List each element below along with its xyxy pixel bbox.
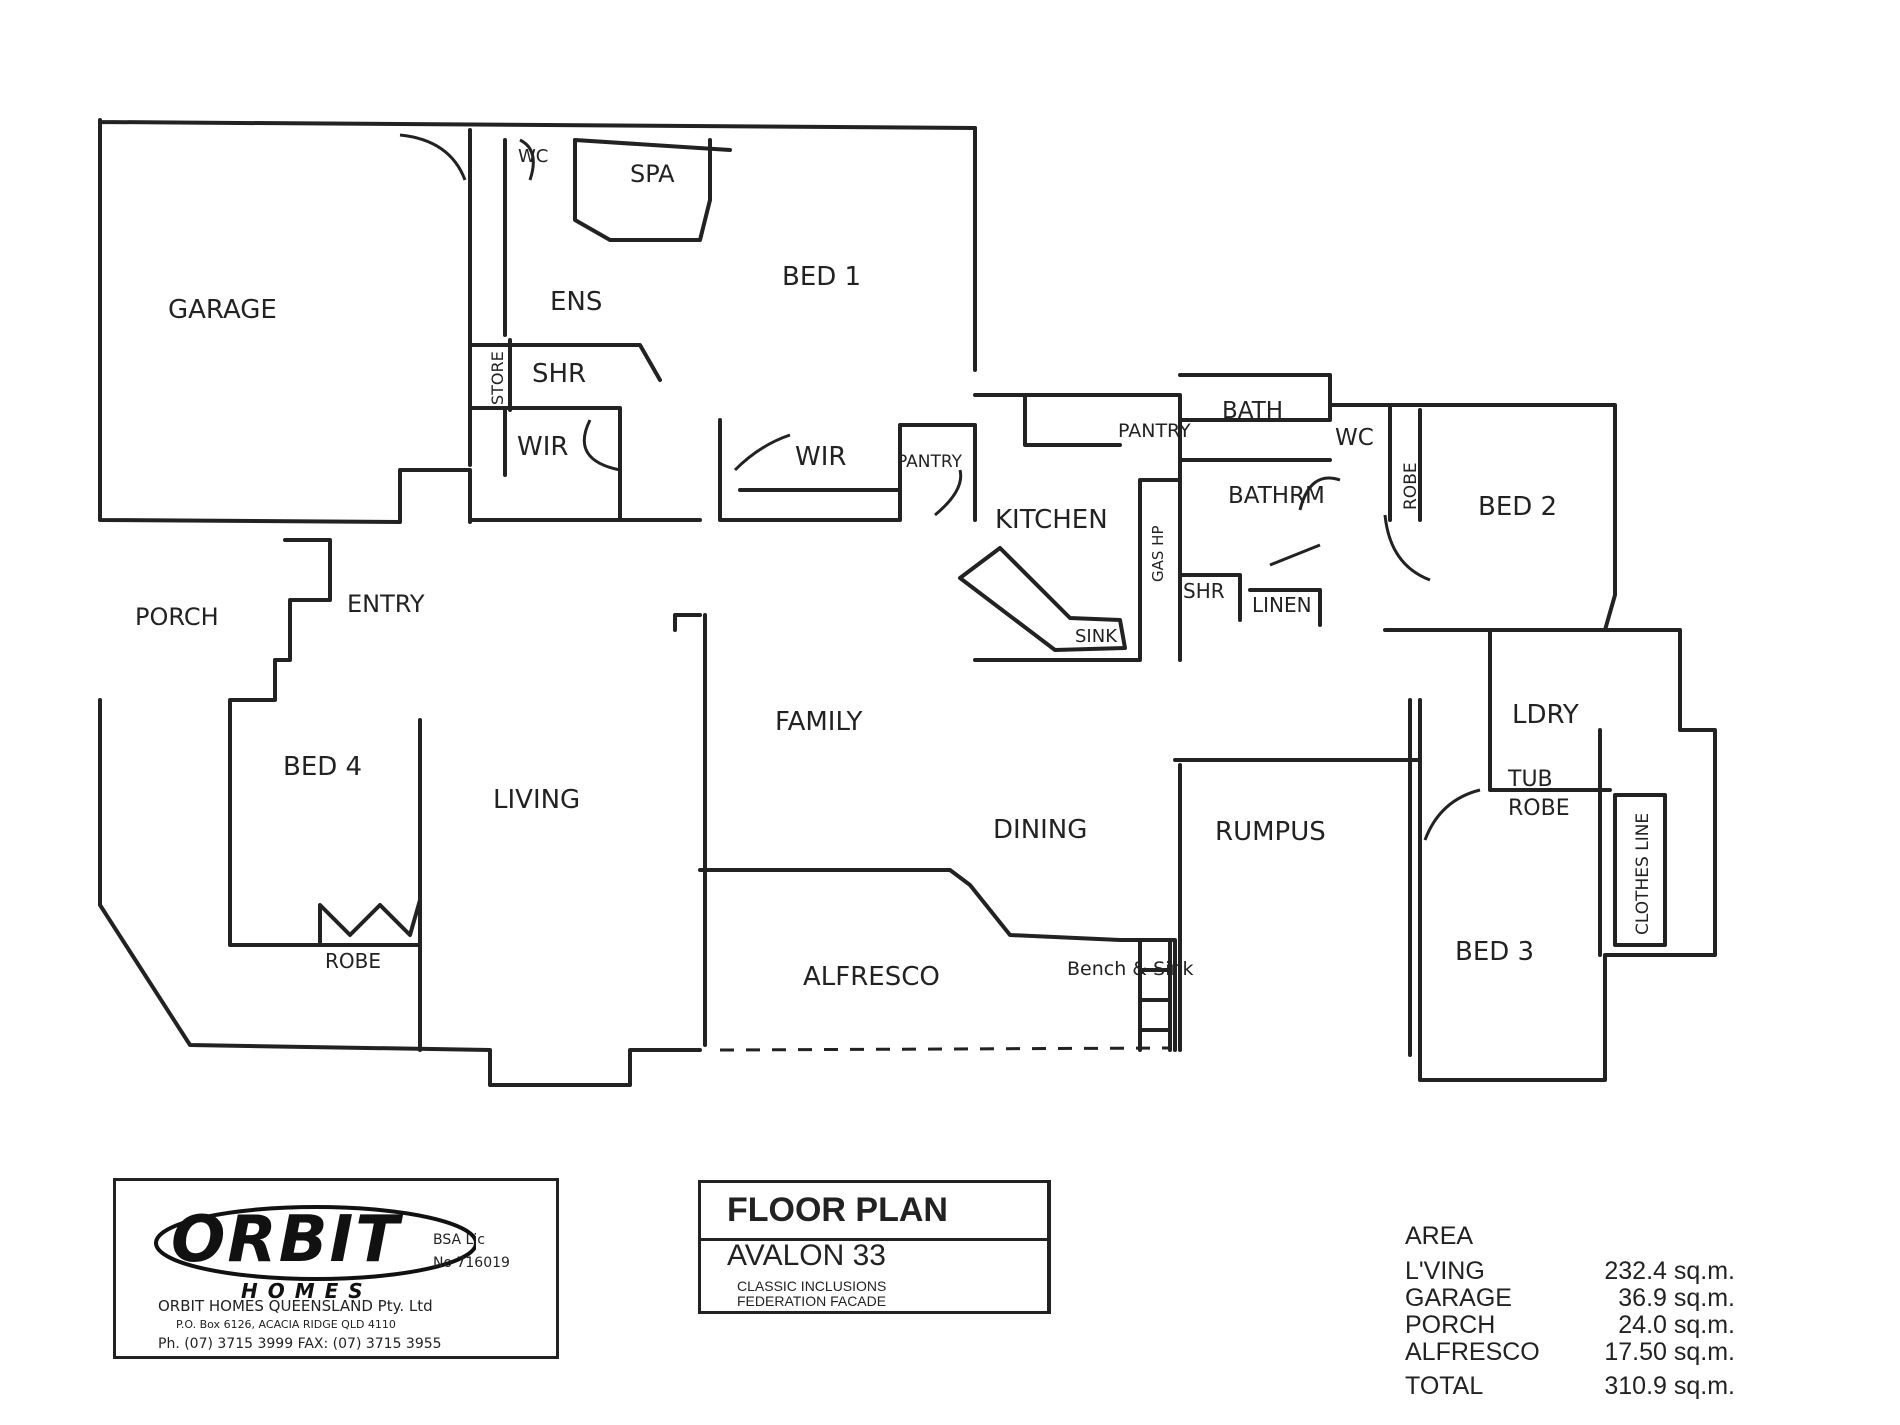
room-wir-1: WIR	[517, 432, 568, 462]
logo-swoosh-icon	[154, 1205, 476, 1281]
logo-wordmark: ORBIT	[171, 1203, 401, 1277]
room-store: STORE	[488, 351, 507, 405]
room-bed2: BED 2	[1478, 492, 1557, 522]
area-label: GARAGE	[1405, 1284, 1512, 1312]
room-bathrm: BATHRM	[1228, 483, 1325, 509]
ensuite-divider	[503, 138, 732, 337]
bench-ladder	[1138, 938, 1172, 1052]
area-total-value: 310.9 sq.m.	[1604, 1372, 1735, 1400]
room-ens: ENS	[550, 287, 602, 317]
area-schedule: AREA L'VING 232.4 sq.m. GARAGE 36.9 sq.m…	[1405, 1222, 1735, 1412]
plan-model: AVALON 33	[727, 1239, 886, 1272]
plan-title: FLOOR PLAN	[727, 1191, 948, 1229]
builder-company: ORBIT HOMES QUEENSLAND Pty. Ltd	[158, 1297, 433, 1315]
door-swings	[399, 133, 1481, 841]
room-bath: BATH	[1222, 398, 1283, 424]
bed1-walls	[718, 126, 977, 522]
spa-outline	[573, 138, 712, 242]
room-wc-ens: WC	[518, 146, 548, 167]
orbit-homes-logo: ORBIT HOMES	[146, 1195, 476, 1303]
island-bench	[958, 546, 1127, 652]
plan-note-inclusions: CLASSIC INCLUSIONS	[737, 1278, 887, 1294]
ensuite-walls	[468, 338, 702, 522]
builder-licence-label: BSA Lic	[433, 1232, 485, 1248]
room-bed4: BED 4	[283, 752, 362, 782]
room-porch: PORCH	[135, 603, 219, 631]
area-row: PORCH 24.0 sq.m.	[1405, 1311, 1735, 1339]
dining-walls	[1173, 698, 1422, 1057]
laundry-walls	[1418, 628, 1717, 1082]
builder-address: P.O. Box 6126, ACACIA RIDGE QLD 4110	[176, 1318, 396, 1331]
area-row: GARAGE 36.9 sq.m.	[1405, 1284, 1735, 1312]
plan-note-facade: FEDERATION FACADE	[737, 1293, 887, 1309]
area-label: PORCH	[1405, 1311, 1496, 1339]
room-robe-bed4: ROBE	[325, 949, 381, 973]
room-wir-2: WIR	[795, 442, 846, 472]
room-shr-ens: SHR	[532, 359, 586, 389]
area-total-label: TOTAL	[1405, 1372, 1484, 1400]
room-family: FAMILY	[775, 707, 862, 737]
clothes-line-frame	[1613, 793, 1667, 947]
area-label: L'VING	[1405, 1257, 1485, 1285]
room-gas-hp: GAS HP	[1149, 526, 1167, 583]
room-kitchen: KITCHEN	[995, 505, 1108, 535]
area-heading: AREA	[1405, 1222, 1474, 1250]
room-living: LIVING	[493, 785, 580, 815]
room-garage: GARAGE	[168, 295, 277, 325]
room-pantry-2: PANTRY	[1118, 420, 1191, 442]
title-divider	[701, 1238, 1047, 1241]
bed4-robe	[318, 898, 422, 947]
room-clothes-line: CLOTHES LINE	[1633, 813, 1653, 935]
room-tub: TUB	[1507, 767, 1553, 792]
builder-licence-number: No 716019	[433, 1255, 510, 1271]
area-value: 36.9 sq.m.	[1618, 1284, 1735, 1312]
room-linen: LINEN	[1252, 593, 1312, 617]
room-bench-sink: Bench & Sink	[1067, 958, 1194, 980]
area-value: 24.0 sq.m.	[1618, 1311, 1735, 1339]
builder-phone: Ph. (07) 3715 3999 FAX: (07) 3715 3955	[158, 1336, 442, 1352]
area-heading-row: AREA	[1405, 1222, 1735, 1250]
room-robe-bed3: ROBE	[1508, 796, 1570, 821]
area-value: 232.4 sq.m.	[1604, 1257, 1735, 1285]
room-robe-bed2: ROBE	[1401, 462, 1421, 510]
logo-subtitle: HOMES	[241, 1279, 373, 1303]
area-row: ALFRESCO 17.50 sq.m.	[1405, 1338, 1735, 1366]
porch-walls	[98, 698, 702, 1087]
room-entry: ENTRY	[347, 590, 425, 618]
room-shr-2: SHR	[1183, 579, 1225, 603]
area-total-row: TOTAL 310.9 sq.m.	[1405, 1372, 1735, 1400]
room-spa: SPA	[630, 160, 675, 188]
builder-logo-box: ORBIT HOMES BSA Lic No 716019 ORBIT HOME…	[113, 1178, 559, 1359]
room-pantry-1: PANTRY	[897, 452, 963, 472]
area-value: 17.50 sq.m.	[1604, 1338, 1735, 1366]
alfresco-dashed-edge	[719, 1046, 1171, 1052]
area-label: ALFRESCO	[1405, 1338, 1540, 1366]
room-alfresco: ALFRESCO	[803, 962, 940, 992]
room-ldry: LDRY	[1512, 700, 1579, 730]
bath-walls	[1178, 373, 1332, 627]
room-rumpus: RUMPUS	[1215, 817, 1326, 847]
room-bed3: BED 3	[1455, 937, 1534, 967]
room-dining: DINING	[993, 815, 1087, 845]
kitchen-walls	[973, 393, 1182, 662]
room-wc-2: WC	[1335, 425, 1374, 451]
living-walls	[673, 613, 1177, 1052]
title-block: FLOOR PLAN AVALON 33 CLASSIC INCLUSIONS …	[698, 1180, 1051, 1314]
area-row: L'VING 232.4 sq.m.	[1405, 1257, 1735, 1285]
room-bed1: BED 1	[782, 262, 861, 292]
bed4-walls	[228, 538, 422, 1052]
room-sink: SINK	[1075, 626, 1118, 647]
